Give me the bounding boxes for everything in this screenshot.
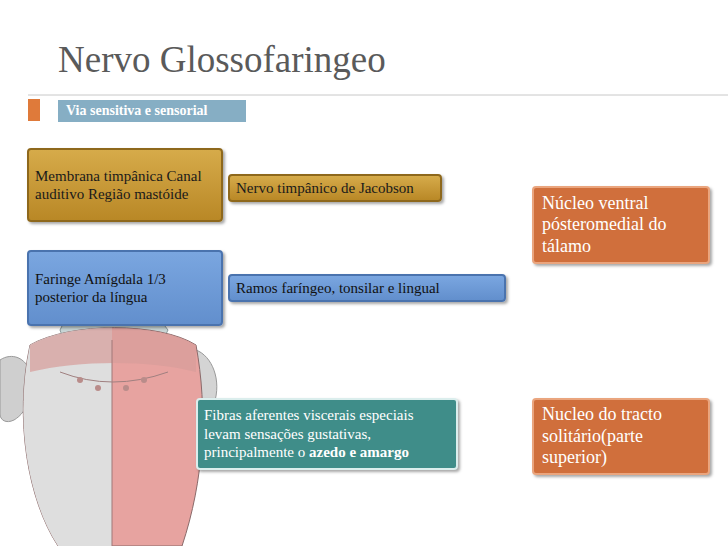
tongue-illustration (0, 300, 217, 546)
nerve-branch-box: Nervo timpânico de Jacobson (228, 174, 442, 202)
source-box: Membrana timpânica Canal auditivo Região… (27, 148, 223, 222)
box-text: Nucleo do tracto solitário(parte superio… (542, 404, 700, 469)
header-rule (28, 95, 728, 96)
fiber-note-box: Fibras aferentes viscerais especiais lev… (196, 398, 458, 470)
box-text: Ramos faríngeo, tonsilar e lingual (236, 279, 498, 297)
accent-square (28, 99, 40, 121)
text-paragraph: Fibras aferentes viscerais especiais lev… (204, 406, 450, 462)
source-box: Faringe Amígdala 1/3 posterior da língua (27, 250, 223, 326)
subtitle-band: Via sensitiva e sensorial (58, 100, 246, 122)
slide-title: Nervo Glossofaringeo (58, 38, 386, 81)
nerve-branch-box: Ramos faríngeo, tonsilar e lingual (228, 274, 506, 302)
box-text: azedo e amargo (309, 444, 409, 460)
nucleus-box: Nucleo do tracto solitário(parte superio… (532, 398, 710, 475)
box-text: Faringe Amígdala 1/3 posterior da língua (35, 270, 215, 306)
box-text: Nervo timpânico de Jacobson (236, 179, 434, 197)
box-text: Núcleo ventral pósteromedial do tálamo (542, 193, 700, 258)
box-text: Via sensitiva e sensorial (66, 103, 238, 119)
nucleus-box: Núcleo ventral pósteromedial do tálamo (532, 186, 710, 264)
box-text: Membrana timpânica Canal auditivo Região… (35, 167, 215, 203)
